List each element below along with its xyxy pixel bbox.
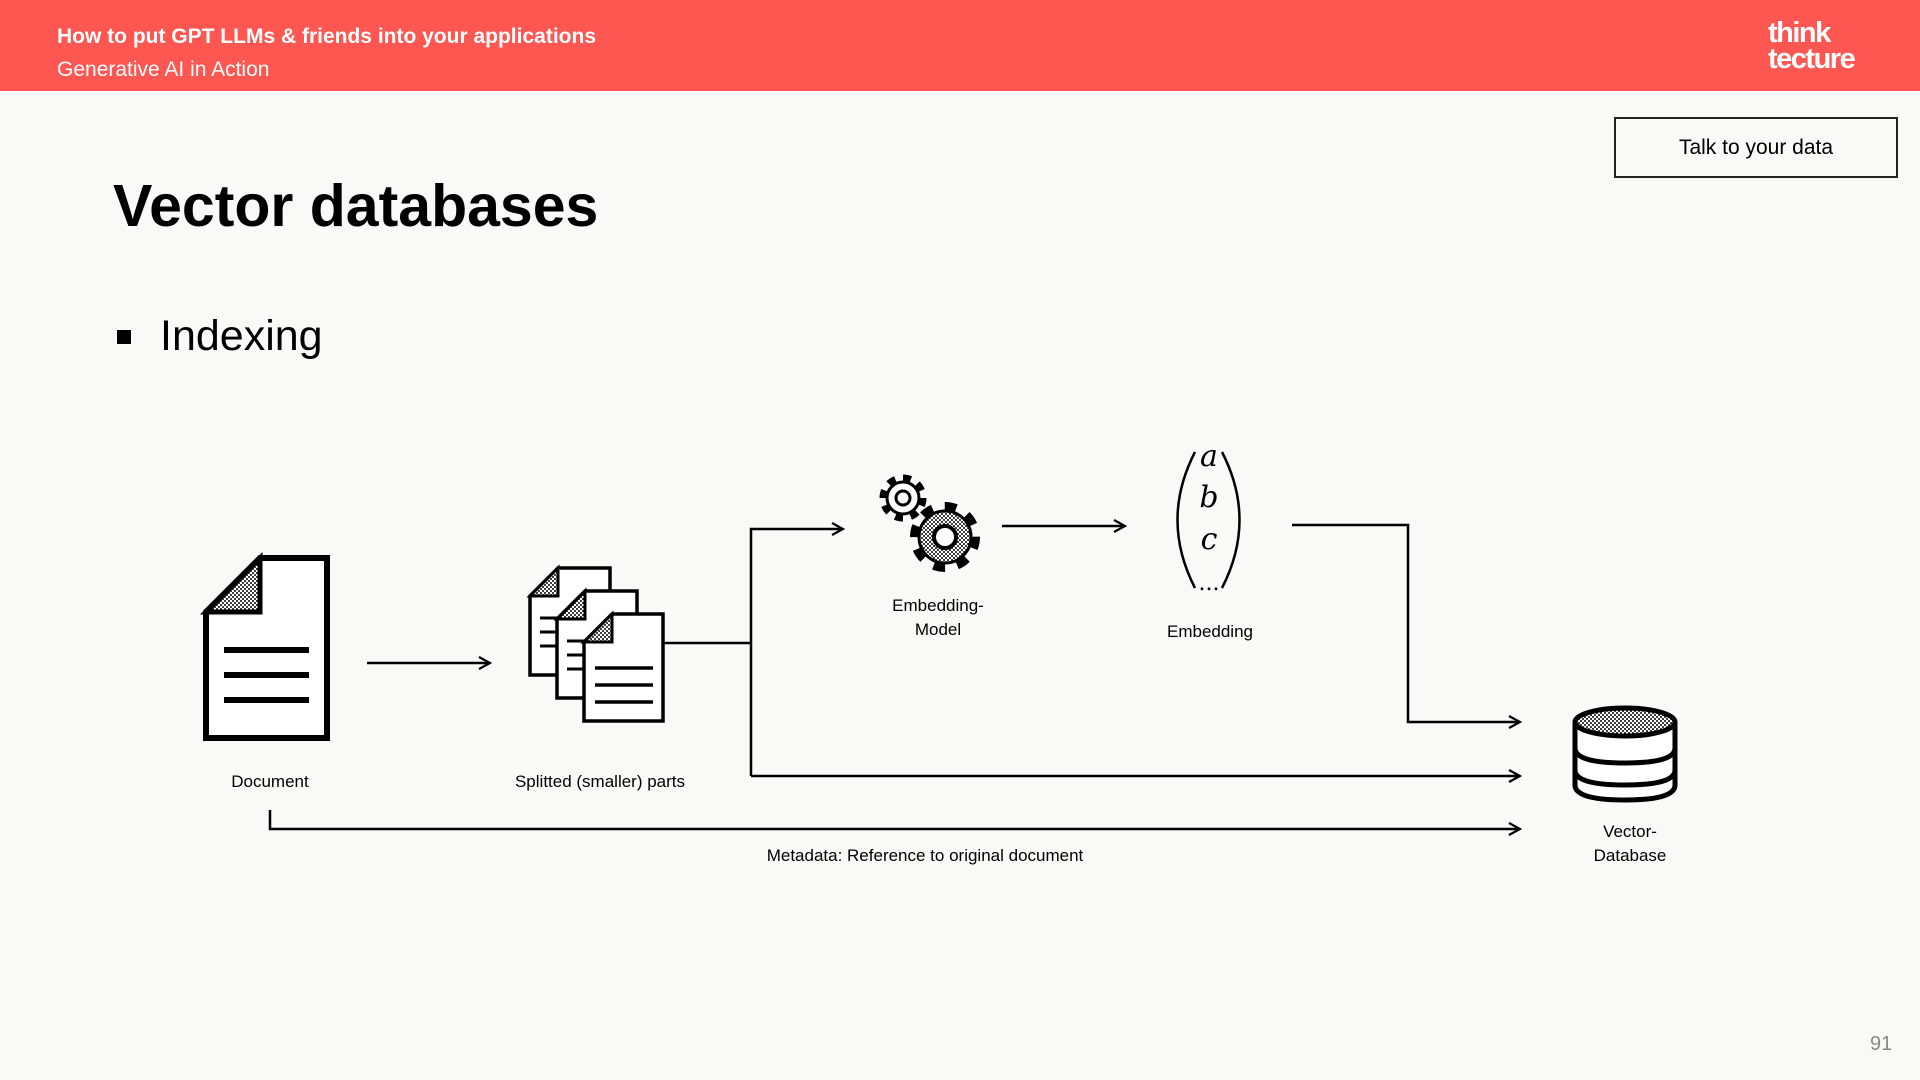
- vector-a: a: [1200, 439, 1218, 474]
- document-label: Document: [231, 772, 309, 791]
- vector-ellipsis: ...: [1199, 571, 1220, 596]
- logo-line-2: tecture: [1768, 43, 1856, 75]
- embedding-label: Embedding: [1166, 622, 1253, 641]
- page-number: 91: [1870, 1033, 1893, 1055]
- vector-b: b: [1199, 480, 1218, 515]
- header-bar: How to put GPT LLMs & friends into your …: [0, 0, 1920, 91]
- vector-database-label-line2: Database: [1593, 846, 1667, 865]
- database-icon: [1572, 705, 1678, 803]
- bullet-indexing: Indexing: [160, 312, 323, 360]
- vector-database-label-line1: Vector-: [1603, 822, 1657, 841]
- embedding-model-label: Embedding- Model: [860, 594, 1016, 642]
- document-icon: [199, 551, 330, 741]
- presentation-title: How to put GPT LLMs & friends into your …: [57, 25, 596, 48]
- gears-icon: [879, 474, 980, 572]
- metadata-label: Metadata: Reference to original document: [766, 846, 1084, 865]
- arrow-embedding-to-db: [1292, 523, 1520, 722]
- embedding-model-label-line2: Model: [914, 620, 962, 639]
- vector-database-label: Vector- Database: [1560, 820, 1700, 868]
- page-title: Vector databases: [113, 173, 599, 239]
- thinktecture-logo: think tecture: [1768, 17, 1856, 75]
- logo-line-1: think: [1768, 17, 1831, 49]
- arrow-parts-to-model: [749, 529, 843, 776]
- arrow-metadata-to-db: [268, 810, 1520, 829]
- split-parts-icon: [526, 564, 665, 723]
- vector-c: c: [1201, 522, 1218, 557]
- bullet-marker: [117, 330, 131, 344]
- embedding-vector-icon: a b c ...: [1176, 439, 1241, 596]
- split-parts-label: Splitted (smaller) parts: [514, 772, 686, 791]
- presentation-subtitle: Generative AI in Action: [57, 58, 270, 81]
- section-badge: Talk to your data: [1614, 117, 1898, 178]
- embedding-model-label-line1: Embedding-: [892, 596, 984, 615]
